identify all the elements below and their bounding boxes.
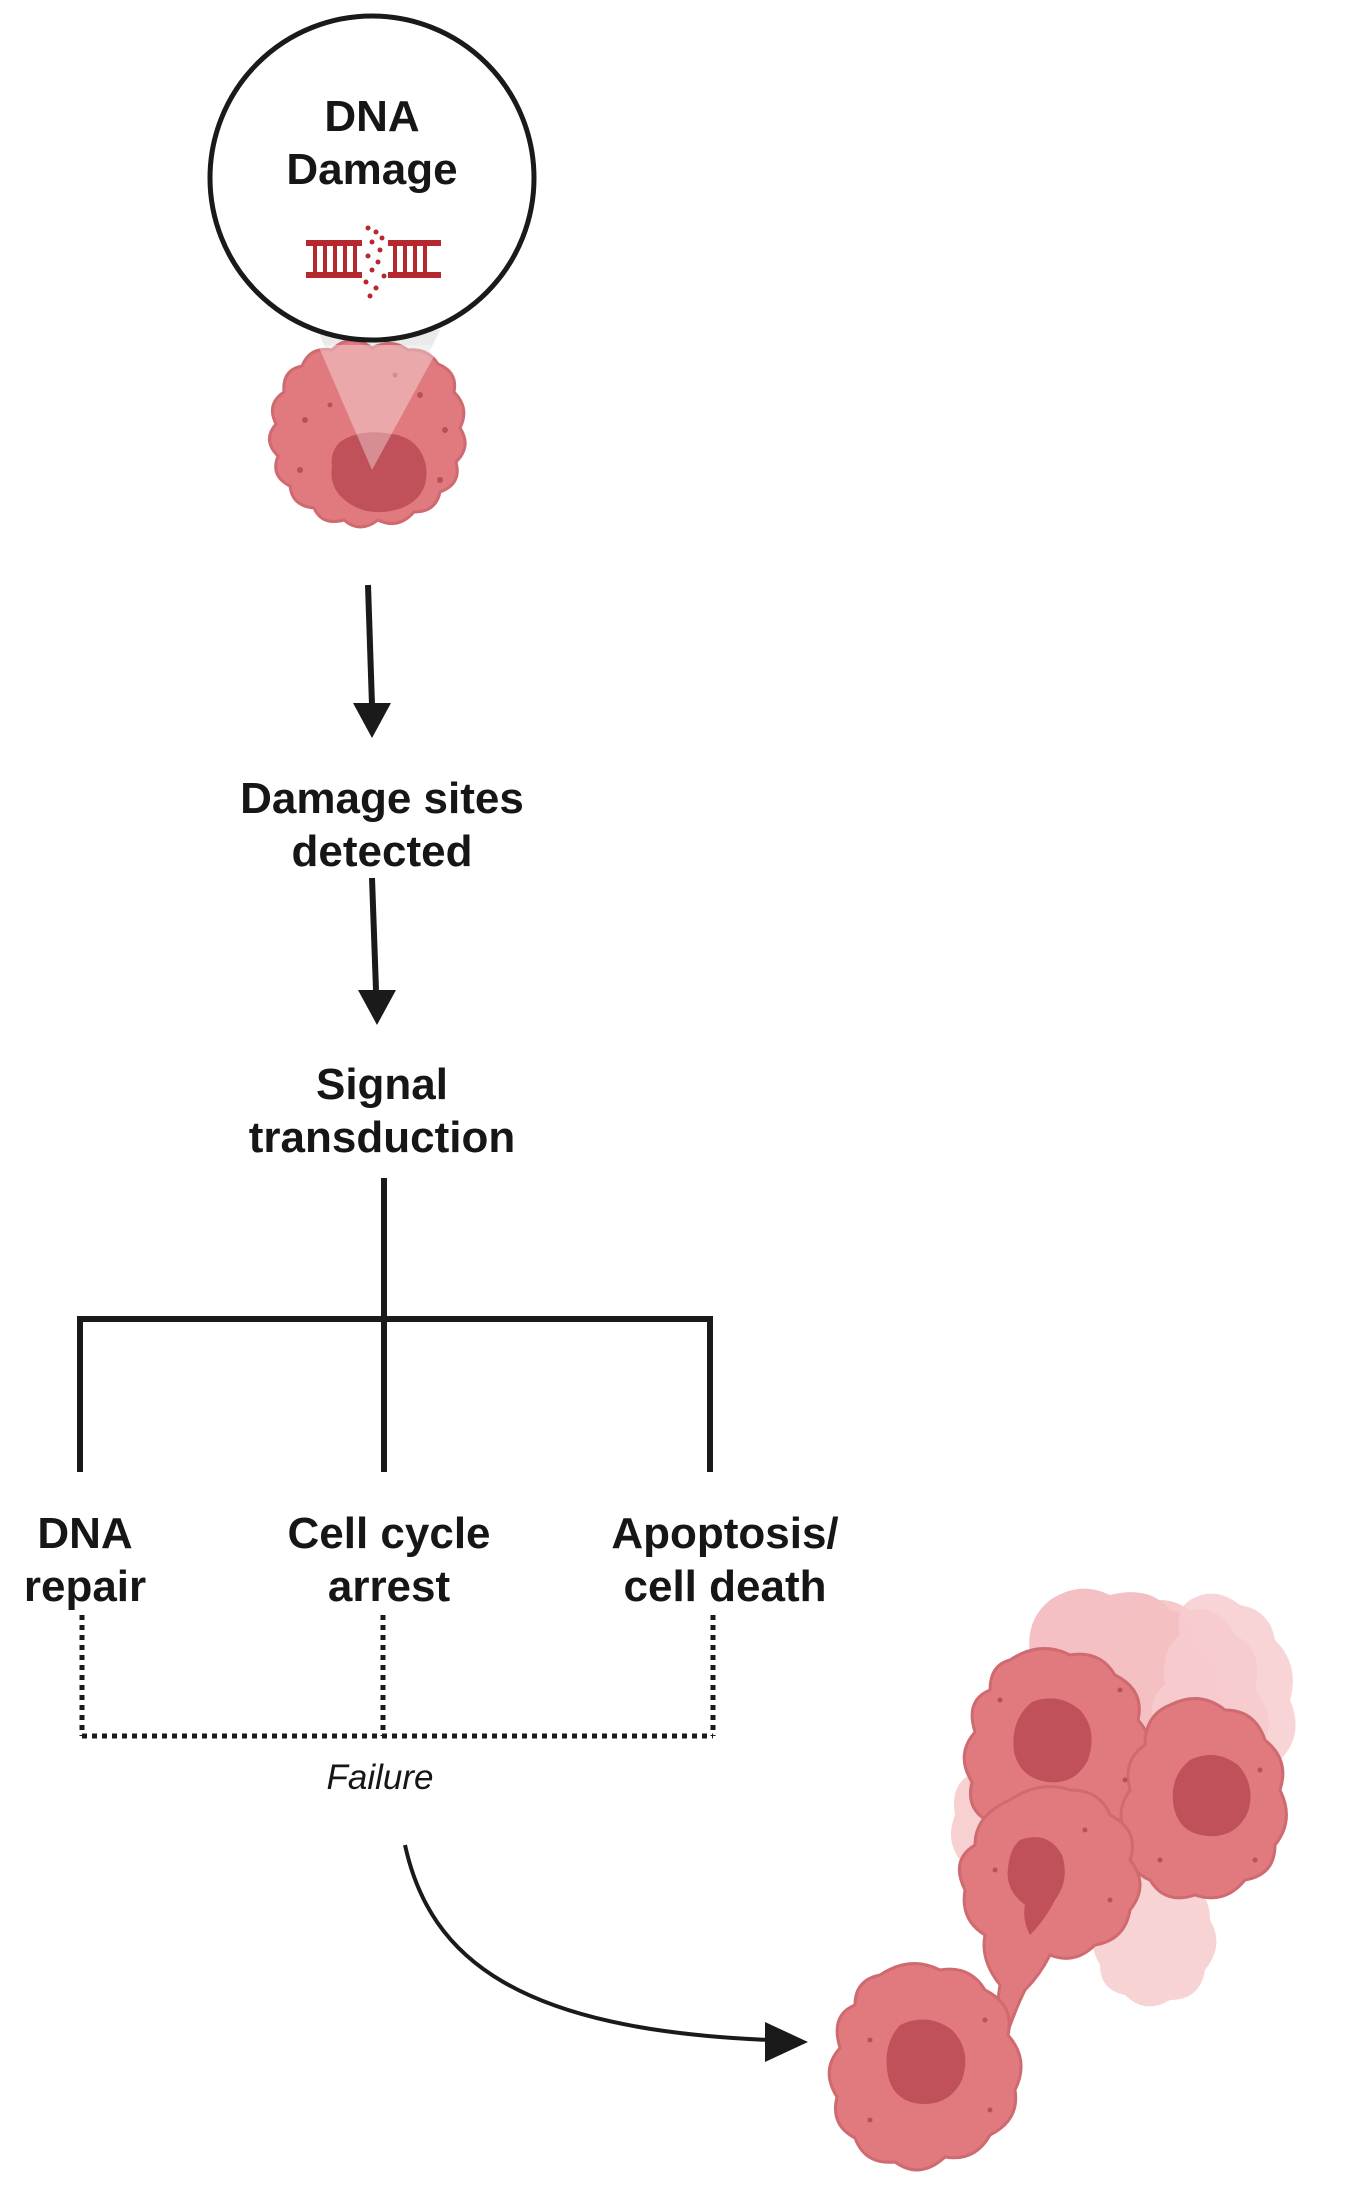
failure-arrowhead	[765, 2022, 808, 2062]
label-failure: Failure	[326, 1758, 434, 1797]
dna-damage-line2: Damage	[286, 145, 458, 194]
arrowhead-damage-sites	[353, 703, 391, 738]
label-dna-damage: DNA Damage	[272, 90, 472, 196]
dna-repair-line1: DNA	[37, 1509, 133, 1558]
damage-sites-line1: Damage sites	[240, 774, 524, 823]
cell-cluster-icon	[827, 1588, 1296, 2172]
label-dna-repair: DNA repair	[0, 1507, 170, 1613]
label-cell-cycle-arrest: Cell cycle arrest	[244, 1507, 534, 1613]
magnifier-circle	[207, 13, 537, 343]
damage-sites-line2: detected	[291, 827, 473, 876]
signal-line1: Signal	[315, 1060, 449, 1109]
apoptosis-line2: cell death	[623, 1562, 827, 1611]
branch-connector	[77, 1178, 713, 1472]
signal-line2: transduction	[248, 1113, 516, 1162]
cell-cycle-line1: Cell cycle	[287, 1509, 491, 1558]
arrow-to-signal	[369, 877, 379, 991]
arrow-to-damage-sites	[365, 584, 375, 706]
label-apoptosis: Apoptosis/ cell death	[580, 1507, 870, 1613]
broken-dna-helix-icon	[306, 225, 441, 300]
label-damage-sites: Damage sites detected	[197, 772, 567, 878]
failure-connector	[79, 1615, 716, 1739]
dna-damage-line1: DNA	[324, 92, 420, 141]
label-signal-transduction: Signal transduction	[212, 1058, 552, 1164]
damaged-cell-icon	[268, 339, 467, 529]
dna-repair-line2: repair	[23, 1562, 147, 1611]
apoptosis-line1: Apoptosis/	[611, 1509, 839, 1558]
magnifier-cone-overlay	[318, 345, 440, 470]
arrowhead-signal	[358, 990, 396, 1025]
cell-cycle-line2: arrest	[327, 1562, 451, 1611]
failure-arrow	[403, 1844, 771, 2042]
